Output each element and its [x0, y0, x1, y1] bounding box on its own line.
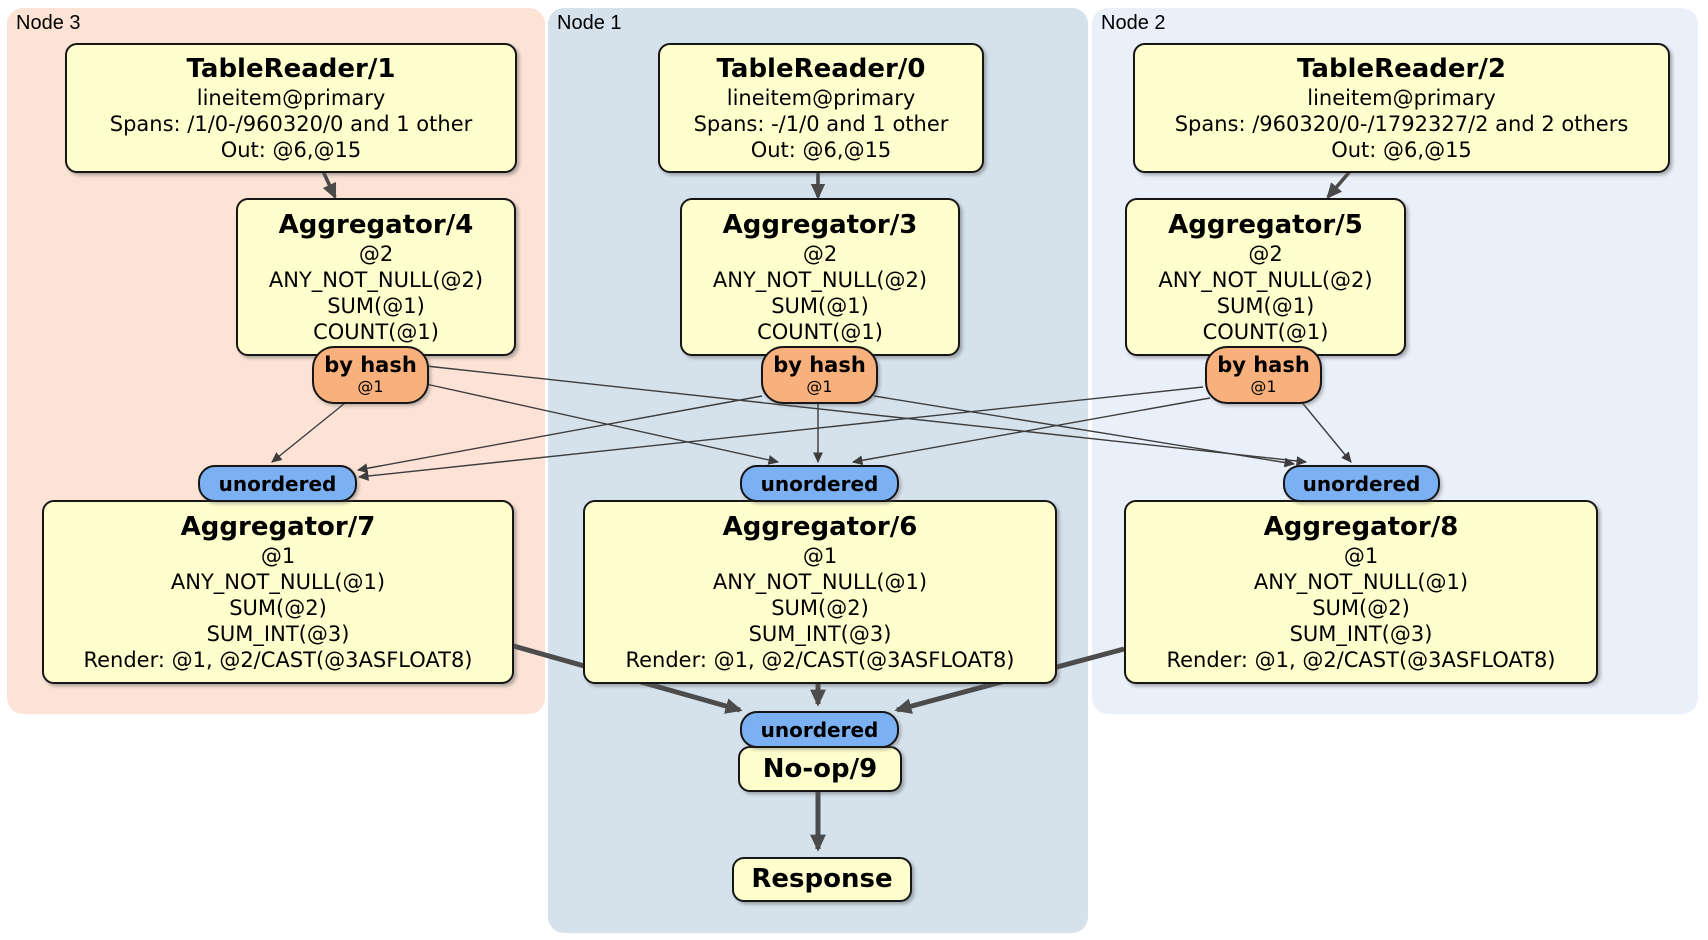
- processor-aggregator-6: Aggregator/6 @1 ANY_NOT_NULL(@1) SUM(@2)…: [583, 500, 1057, 684]
- table-index: lineitem@primary: [1307, 86, 1496, 111]
- agg-line: SUM(@1): [771, 294, 869, 319]
- node2-label: Node 2: [1101, 12, 1166, 34]
- processor-aggregator-3: Aggregator/3 @2 ANY_NOT_NULL(@2) SUM(@1)…: [680, 198, 960, 356]
- agg-line: SUM_INT(@3): [206, 622, 350, 647]
- processor-title: TableReader/2: [1297, 53, 1506, 84]
- router-label: by hash: [1217, 353, 1310, 378]
- node1-label: Node 1: [557, 12, 622, 34]
- processor-title: Aggregator/3: [722, 209, 918, 240]
- agg-line: ANY_NOT_NULL(@2): [1158, 268, 1373, 293]
- agg-render-line: Render: @1, @2/CAST(@3ASFLOAT8): [83, 648, 473, 673]
- out-columns: Out: @6,@15: [220, 138, 362, 163]
- agg-render-line: Render: @1, @2/CAST(@3ASFLOAT8): [1166, 648, 1556, 673]
- processor-tablereader-0: TableReader/0 lineitem@primary Spans: -/…: [658, 43, 984, 173]
- sync-label: unordered: [760, 717, 879, 742]
- edge-tr1-agg4: [320, 168, 337, 200]
- processor-title: Aggregator/7: [180, 511, 376, 542]
- sync-label: unordered: [760, 471, 879, 496]
- agg-line: COUNT(@1): [1202, 320, 1329, 345]
- node3-label: Node 3: [16, 12, 81, 34]
- agg-line: SUM(@2): [229, 596, 327, 621]
- out-columns: Out: @6,@15: [750, 138, 892, 163]
- processor-title: No-op/9: [762, 753, 878, 784]
- agg-line: @2: [358, 242, 394, 267]
- agg-line: ANY_NOT_NULL(@2): [268, 268, 484, 293]
- response-title: Response: [751, 864, 893, 895]
- router-detail: @1: [357, 377, 384, 397]
- processor-noop-9: No-op/9: [738, 746, 902, 792]
- agg-line: ANY_NOT_NULL(@1): [712, 570, 928, 595]
- processor-aggregator-7: Aggregator/7 @1 ANY_NOT_NULL(@1) SUM(@2)…: [42, 500, 514, 684]
- out-columns: Out: @6,@15: [1331, 138, 1472, 163]
- agg-line: COUNT(@1): [757, 320, 883, 345]
- agg-render-line: Render: @1, @2/CAST(@3ASFLOAT8): [625, 648, 1015, 673]
- edge-router2-sync3: [357, 386, 1204, 481]
- agg-line: SUM(@2): [1312, 596, 1410, 621]
- router-detail: @1: [1250, 377, 1277, 397]
- processor-tablereader-1: TableReader/1 lineitem@primary Spans: /1…: [65, 43, 517, 173]
- router-by-hash-node2: by hash @1: [1205, 346, 1322, 404]
- processor-title: Aggregator/4: [278, 209, 474, 240]
- table-index: lineitem@primary: [726, 86, 916, 111]
- processor-aggregator-4: Aggregator/4 @2 ANY_NOT_NULL(@2) SUM(@1)…: [236, 198, 516, 356]
- edge-tr2-agg5: [1326, 167, 1354, 199]
- processor-title: TableReader/1: [186, 53, 396, 84]
- agg-line: SUM_INT(@3): [748, 622, 892, 647]
- agg-line: @1: [802, 544, 838, 569]
- agg-line: @1: [260, 544, 296, 569]
- edge-router3-sync1: [425, 383, 780, 465]
- edge-router2-sync2: [1299, 399, 1352, 463]
- processor-title: TableReader/0: [716, 53, 926, 84]
- sync-unordered-node2: unordered: [1283, 465, 1440, 502]
- edge-router3-sync3: [271, 398, 351, 463]
- agg-line: @2: [802, 242, 838, 267]
- spans: Spans: -/1/0 and 1 other: [693, 112, 949, 137]
- spans: Spans: /1/0-/960320/0 and 1 other: [109, 112, 473, 137]
- agg-line: ANY_NOT_NULL(@1): [1253, 570, 1469, 595]
- processor-title: Aggregator/6: [722, 511, 918, 542]
- spans: Spans: /960320/0-/1792327/2 and 2 others: [1174, 112, 1629, 137]
- agg-line: SUM(@1): [1216, 294, 1315, 319]
- processor-title: Aggregator/5: [1168, 209, 1363, 240]
- sync-unordered-node3: unordered: [198, 465, 357, 502]
- agg-line: COUNT(@1): [313, 320, 439, 345]
- router-by-hash-node1: by hash @1: [761, 346, 878, 404]
- router-label: by hash: [773, 353, 866, 378]
- edge-router2-sync1: [851, 397, 1211, 466]
- agg-line: ANY_NOT_NULL(@2): [712, 268, 928, 293]
- agg-line: SUM(@2): [771, 596, 869, 621]
- processor-aggregator-5: Aggregator/5 @2 ANY_NOT_NULL(@2) SUM(@1)…: [1125, 198, 1406, 356]
- processor-aggregator-8: Aggregator/8 @1 ANY_NOT_NULL(@1) SUM(@2)…: [1124, 500, 1598, 684]
- sync-label: unordered: [218, 471, 337, 496]
- sync-unordered-node1: unordered: [740, 465, 899, 502]
- processor-tablereader-2: TableReader/2 lineitem@primary Spans: /9…: [1133, 43, 1670, 173]
- router-detail: @1: [806, 377, 833, 397]
- edge-router1-sync3: [356, 395, 763, 474]
- edge-router1-sync2: [873, 395, 1296, 468]
- agg-line: SUM(@1): [327, 294, 425, 319]
- agg-line: SUM_INT(@3): [1289, 622, 1433, 647]
- response-box: Response: [732, 857, 912, 902]
- router-by-hash-node3: by hash @1: [312, 346, 429, 404]
- agg-line: @1: [1343, 544, 1379, 569]
- sync-unordered-output: unordered: [740, 711, 899, 748]
- router-label: by hash: [324, 353, 417, 378]
- edge-router3-sync2: [425, 365, 1308, 466]
- agg-line: @2: [1248, 242, 1283, 267]
- sync-label: unordered: [1302, 471, 1421, 496]
- table-index: lineitem@primary: [196, 86, 386, 111]
- processor-title: Aggregator/8: [1263, 511, 1459, 542]
- agg-line: ANY_NOT_NULL(@1): [170, 570, 386, 595]
